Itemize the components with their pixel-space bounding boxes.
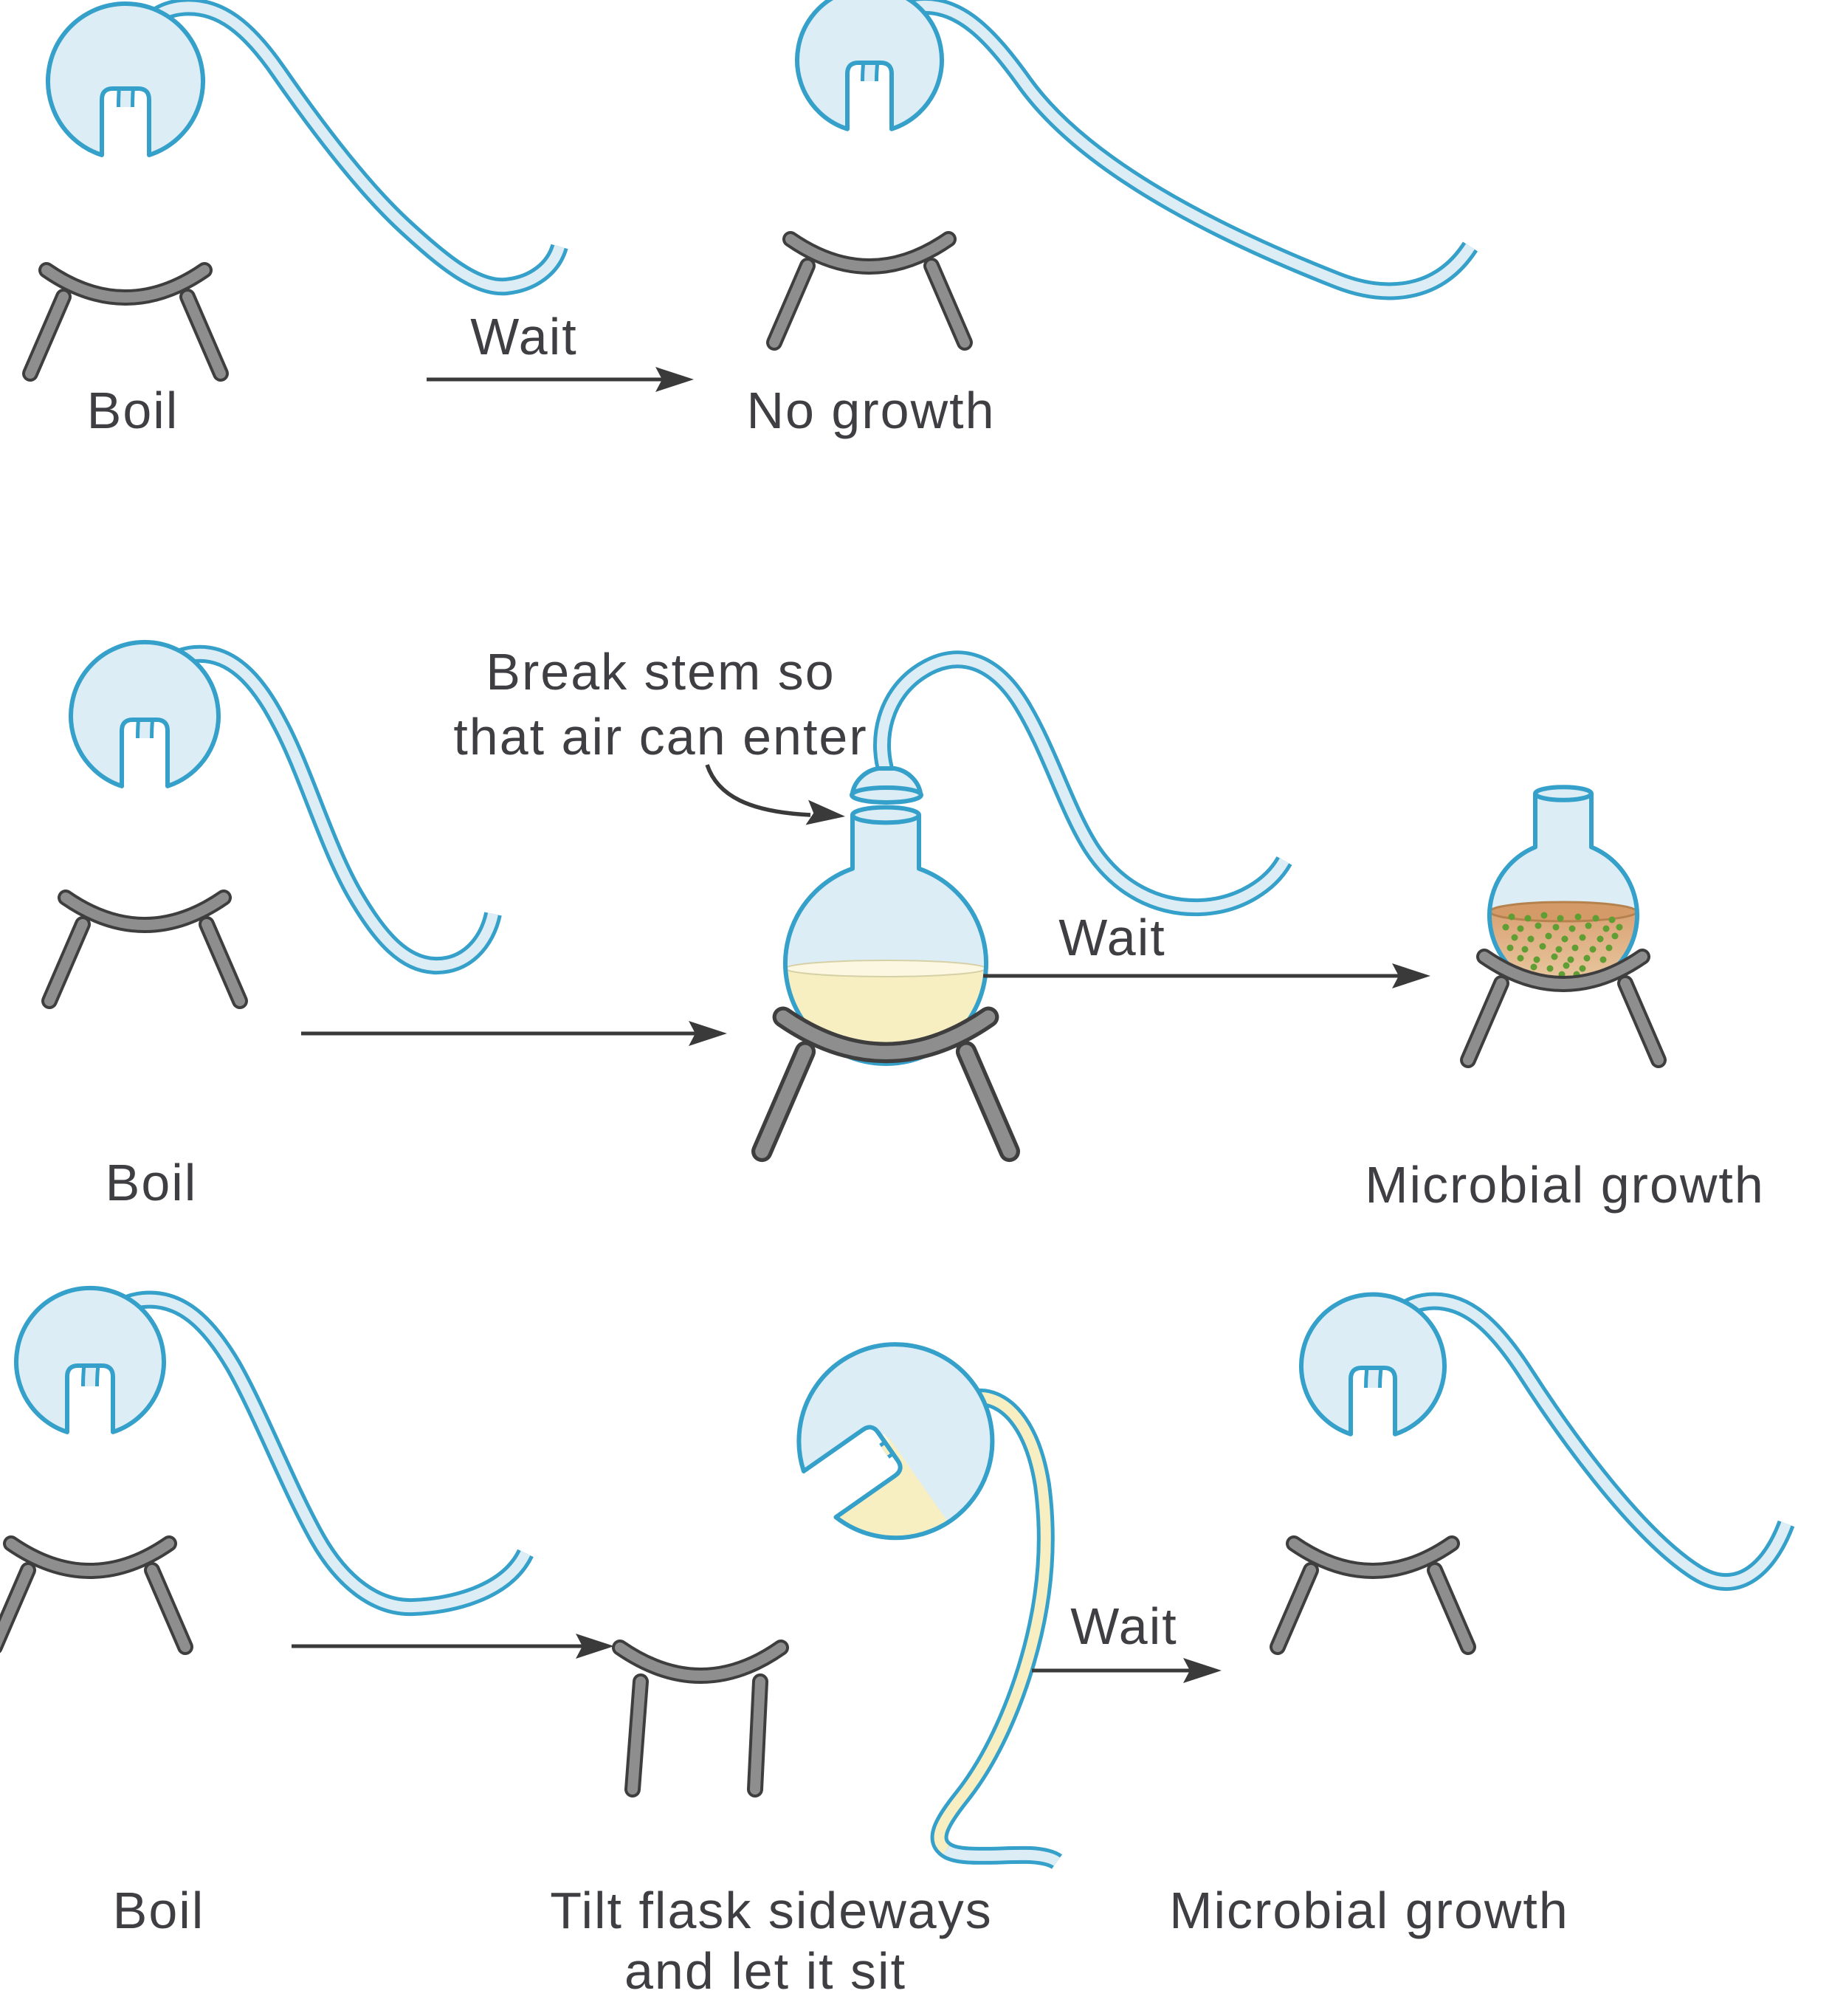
arrow-wait-row1 [427,367,694,392]
boil-bubbles [63,211,183,291]
arrowhead [576,1634,614,1659]
flask-tilted [612,1342,1062,1870]
flask-no-growth [766,0,1478,351]
arrow-step-row3 [292,1634,614,1659]
flask-boil-row2 [41,639,502,1009]
label-wait-row2: Wait [1058,909,1166,966]
broken-stem-piece [850,766,923,805]
label-boil-row1: Boil [86,382,179,439]
open-neck-rim [1533,785,1594,802]
boil-bubbles [30,1485,145,1561]
label-no-growth: No growth [746,382,996,439]
label-tilt-flask-line1: Tilt flask sideways [550,1882,993,1939]
tripod-stand [1270,1535,1476,1655]
label-boil-row2: Boil [105,1154,198,1211]
flask-boil-row1 [22,0,568,382]
swan-neck-tube [873,650,1292,917]
flask-boil-row3 [0,1285,534,1655]
label-boil-row3: Boil [112,1882,205,1939]
tripod-stand [22,262,229,382]
tripod-stand [766,231,973,351]
open-neck-rim [850,805,921,825]
label-microbial-growth-row2: Microbial growth [1365,1156,1765,1214]
flask-microbial-row2 [1460,785,1667,1068]
tilted-liquid [764,1434,959,1574]
label-break-stem-line2: that air can enter [453,708,868,766]
label-break-stem-line1: Break stem so [486,643,836,701]
flask-broken-stem [751,650,1292,1163]
arrow-wait-row3 [1032,1658,1222,1683]
break-stem-annotation-arrow [705,764,845,825]
flask-microbial-row3 [1270,1292,1795,1655]
tripod-stand [612,1640,789,1797]
boil-bubbles [85,839,199,915]
arrowhead [805,799,845,825]
label-wait-row3: Wait [1070,1597,1178,1655]
arrowhead [1392,963,1430,988]
arrow-wait-row2 [983,963,1430,988]
tripod-stand [1460,949,1667,1068]
arrowhead [689,1021,727,1046]
label-tilt-flask-line2: and let it sit [624,1942,907,2000]
label-microbial-growth-row3: Microbial growth [1169,1882,1569,1939]
arrowhead [655,367,694,392]
arrow-step-row2 [301,1021,727,1046]
tripod-stand [751,1006,1020,1163]
label-wait-row1: Wait [470,308,578,365]
tripod-stand [0,1535,193,1655]
swan-neck-tube [861,0,1478,300]
arrowhead [1183,1658,1222,1683]
tripod-stand [41,890,248,1009]
